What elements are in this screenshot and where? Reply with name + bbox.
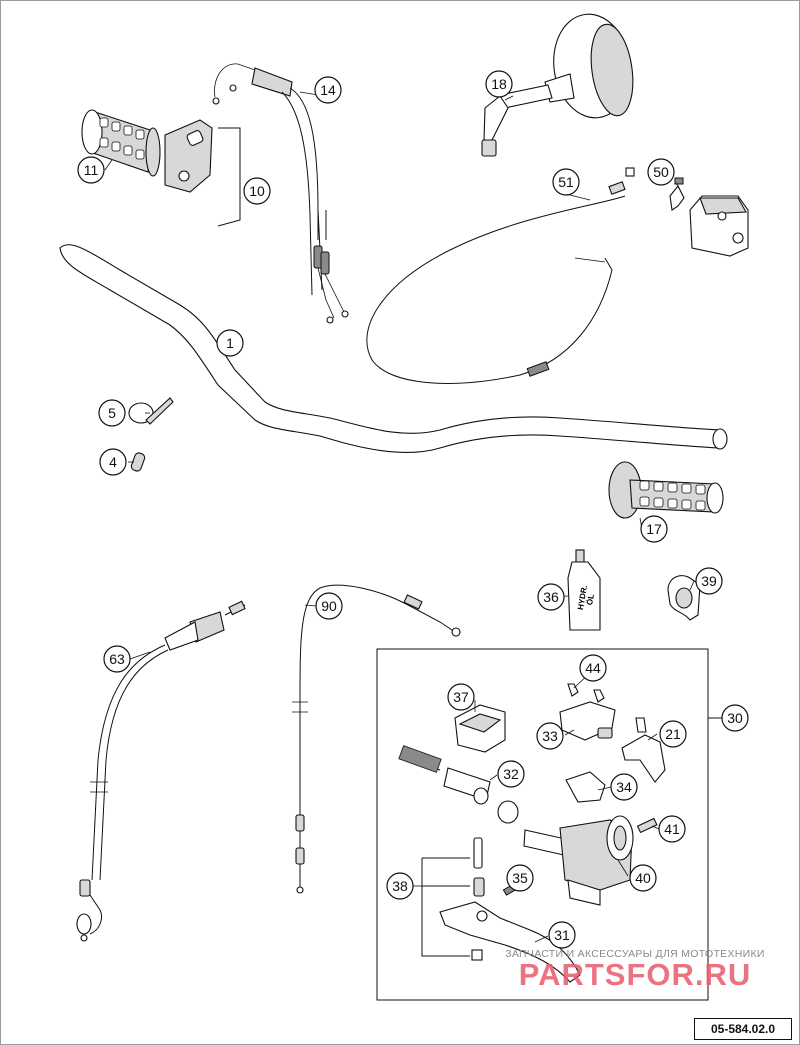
- callout-30: 30: [721, 704, 749, 732]
- brake-cable: [292, 584, 461, 894]
- svg-text:37: 37: [453, 689, 469, 705]
- watermark-logo: PARTSFOR.RU: [518, 957, 752, 992]
- brake-lever: [439, 901, 581, 983]
- svg-text:30: 30: [727, 710, 743, 726]
- switch-housing: [669, 177, 749, 257]
- svg-text:14: 14: [320, 82, 336, 98]
- svg-text:36: 36: [543, 589, 559, 605]
- callout-4: 4: [99, 448, 127, 476]
- end-cap: [130, 452, 146, 472]
- svg-text:35: 35: [512, 870, 528, 886]
- svg-text:5: 5: [108, 405, 116, 421]
- callout-5: 5: [98, 399, 126, 427]
- master-piston: [398, 745, 519, 824]
- right-grip: [608, 461, 724, 519]
- svg-text:17: 17: [646, 521, 662, 537]
- clutch-cable-hydraulic: [76, 600, 246, 942]
- svg-text:31: 31: [554, 927, 570, 943]
- svg-text:44: 44: [585, 660, 601, 676]
- svg-text:34: 34: [616, 779, 632, 795]
- oil-label-line1: HYDR.: [576, 585, 589, 611]
- bleed-screw: [636, 817, 658, 834]
- throttle-cables: [212, 63, 349, 324]
- master-cylinder-body: [523, 815, 634, 906]
- callout-17: 17: [640, 515, 668, 543]
- handlebar: [59, 244, 728, 454]
- svg-text:21: 21: [665, 726, 681, 742]
- callout-36: 36: [537, 583, 565, 611]
- svg-text:4: 4: [109, 454, 117, 470]
- reservoir-gasket: [565, 771, 606, 803]
- callout-90: 90: [315, 592, 343, 620]
- callout-51: 51: [552, 168, 580, 196]
- callout-11: 11: [77, 156, 105, 184]
- callout-1: 1: [216, 329, 244, 357]
- svg-text:38: 38: [392, 878, 408, 894]
- lever-adjuster: [621, 717, 666, 783]
- svg-text:33: 33: [542, 728, 558, 744]
- svg-text:90: 90: [321, 598, 337, 614]
- callout-31: 31: [548, 921, 576, 949]
- callout-32: 32: [497, 760, 525, 788]
- callout-50: 50: [647, 158, 675, 186]
- svg-text:39: 39: [701, 573, 717, 589]
- callout-39: 39: [695, 567, 723, 595]
- left-grip: [81, 109, 161, 177]
- callout-10: 10: [243, 177, 271, 205]
- callout-35: 35: [506, 864, 534, 892]
- reservoir-cover: [454, 704, 506, 753]
- handlebar-clamp: [667, 575, 701, 621]
- svg-text:63: 63: [109, 651, 125, 667]
- callout-18: 18: [485, 70, 513, 98]
- svg-text:11: 11: [84, 162, 99, 178]
- mirror: [481, 13, 634, 157]
- callout-37: 37: [447, 683, 475, 711]
- svg-text:32: 32: [503, 766, 519, 782]
- leader-lines: [104, 91, 695, 943]
- reservoir-lid: [559, 701, 616, 741]
- diagram-code: 05-584.02.0: [694, 1018, 792, 1040]
- oil-label-line2: ÖL: [585, 593, 596, 606]
- callout-38: 38: [386, 872, 414, 900]
- hydraulic-oil-bottle: HYDR. ÖL: [567, 549, 601, 631]
- pivot-bolt-group: [421, 837, 485, 961]
- svg-text:18: 18: [491, 76, 507, 92]
- watermark: ЗАПЧАСТИ И АКСЕССУАРЫ ДЛЯ МОТОТЕХНИКИ PA…: [480, 948, 790, 990]
- callout-63: 63: [103, 645, 131, 673]
- svg-text:50: 50: [653, 164, 669, 180]
- svg-text:10: 10: [249, 183, 265, 199]
- hot-start-cable: [366, 167, 635, 384]
- master-cylinder-group-box: [376, 648, 709, 1001]
- svg-text:51: 51: [558, 174, 574, 190]
- callout-33: 33: [536, 722, 564, 750]
- svg-text:40: 40: [635, 870, 651, 886]
- callout-41: 41: [658, 815, 686, 843]
- callout-14: 14: [314, 76, 342, 104]
- lid-screws: [567, 683, 605, 703]
- throttle-housing: [164, 119, 241, 227]
- callout-34: 34: [610, 773, 638, 801]
- callout-40: 40: [629, 864, 657, 892]
- svg-text:1: 1: [226, 335, 234, 351]
- callout-21: 21: [659, 720, 687, 748]
- watermark-tagline: ЗАПЧАСТИ И АКСЕССУАРЫ ДЛЯ МОТОТЕХНИКИ: [505, 948, 765, 960]
- cable-strap: [128, 397, 174, 425]
- callout-44: 44: [579, 654, 607, 682]
- svg-text:41: 41: [664, 821, 680, 837]
